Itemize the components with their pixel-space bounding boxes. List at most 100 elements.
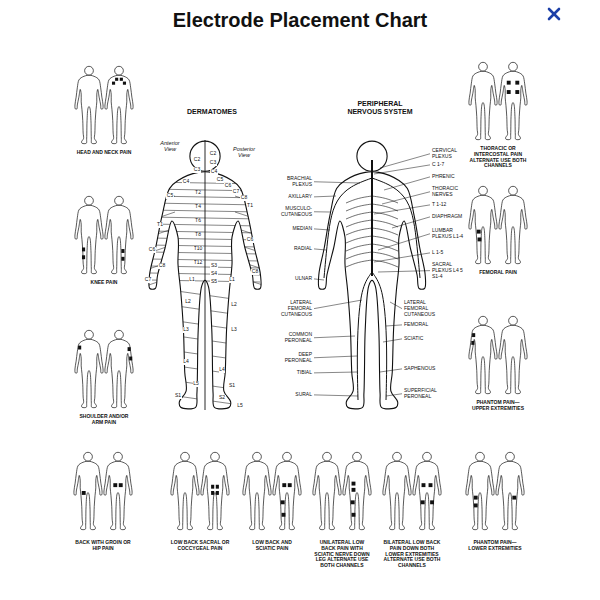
head-outline [476, 452, 485, 461]
nerve-label: PHRENIC [432, 174, 464, 180]
electrode-pad [474, 496, 478, 500]
nerve-line [346, 260, 372, 267]
placement-figure [469, 62, 527, 139]
body-outline [469, 195, 497, 264]
dermatome-label: T8 [195, 232, 202, 238]
body-outline [469, 71, 497, 140]
nerve-label: SACRAL PLEXUS L4 5 S1-4 [432, 262, 464, 279]
dermatome-label: L5 [193, 381, 200, 387]
electrode-pad [352, 513, 356, 517]
leader-line [374, 253, 430, 262]
electrode-pad [352, 488, 356, 492]
dermatome-label: S4 [210, 271, 217, 277]
nerve-label: AXILLARY [270, 194, 312, 200]
dermatome-label: C3 [209, 160, 216, 166]
nerve-line [372, 236, 398, 243]
placement-caption: PHANTOM PAIN— UPPER EXTREMITIES [471, 400, 525, 412]
nerve-label: SAPHENOUS [404, 366, 448, 372]
dermatome-label: L5 [237, 403, 244, 409]
body-outline [75, 205, 103, 274]
leader-line [378, 234, 430, 250]
leader-line [314, 336, 355, 338]
body-outline [105, 339, 133, 408]
electrode-pad [113, 483, 117, 487]
electrode-pad [515, 81, 519, 85]
body-outline [499, 325, 527, 394]
dermatome-label: T1 [247, 203, 254, 209]
nerve-label: BRACHIAL PLEXUS [270, 176, 312, 188]
dermatome-label: C6 [148, 247, 155, 253]
dermatome-label: C7 [232, 189, 239, 195]
leader-line [384, 177, 430, 190]
placement-caption: LOW BACK AND SCIATIC PAIN [244, 540, 300, 552]
nerve-label: COMMON PERONEAL [270, 332, 312, 344]
dermatome-label: S3 [210, 263, 217, 269]
nerve-label: L 1-5 [432, 250, 464, 256]
nerve-label: DEEP PERONEAL [270, 352, 312, 364]
placement-figure [243, 452, 301, 529]
placement-figure [75, 66, 133, 143]
band-line [140, 228, 175, 240]
nerve-line [346, 220, 372, 227]
body-outline [201, 461, 229, 530]
dermatome-label: T1 [157, 222, 164, 228]
electrode-pad [82, 255, 85, 259]
dermatome-label: L2 [231, 302, 238, 308]
nerve-line [357, 272, 372, 400]
nerve-label: RADIAL [270, 246, 312, 252]
placement-figure [74, 452, 132, 529]
leader-line [314, 249, 326, 250]
electrode-pad [474, 503, 478, 507]
nerve-label: LATERAL FEMORAL CUTANEOUS [404, 300, 448, 317]
body-outline [466, 461, 494, 530]
electrode-pad [78, 346, 81, 350]
band-line [140, 260, 175, 272]
electrode-pad [352, 482, 356, 486]
band-line [235, 276, 272, 288]
electrode-pad [351, 500, 355, 504]
electrode-pad [282, 513, 286, 517]
head-outline [323, 452, 332, 461]
body-outline [469, 325, 497, 394]
placement-caption: UNILATERAL LOW BACK PAIN WITH SCIATIC NE… [312, 540, 372, 569]
dermatome-label: T2 [195, 190, 202, 196]
leader-line [390, 302, 402, 309]
placement-figure [75, 196, 133, 273]
nerve-line [346, 204, 372, 211]
electrode-pad [507, 90, 511, 94]
leader-line [374, 165, 430, 174]
body-outline [383, 461, 411, 530]
electrode-pad [211, 491, 214, 495]
nerve-label: LUMBAR PLEXUS L1-4 [432, 228, 464, 240]
electrode-pad [422, 483, 426, 487]
nerve-line [346, 196, 372, 203]
head-outline [85, 196, 94, 205]
band-line [235, 244, 272, 256]
nerve-line [372, 272, 387, 400]
body-outline [413, 461, 441, 530]
head-outline [509, 62, 518, 71]
dermatome-label: T12 [193, 260, 203, 266]
dermatome-label: C5 [166, 193, 173, 199]
head-outline [506, 452, 515, 461]
nerve-line [372, 252, 398, 259]
dermatome-label: S1 [228, 383, 235, 389]
nerve-label: LATERAL FEMORAL CUTANEOUS [270, 300, 312, 317]
dermatome-label: C2 [193, 157, 200, 163]
electrode-pad [121, 249, 124, 253]
nerve-label: DIAPHRAGM [432, 214, 464, 220]
leader-line [386, 325, 402, 326]
nerve-label: TIBIAL [270, 370, 312, 376]
band-line [235, 196, 272, 208]
nerve-label: SURAL [270, 392, 312, 398]
dermatome-bands [140, 182, 272, 420]
nerve-label: THORACIC NERVES [432, 186, 464, 198]
leader-line [380, 369, 402, 372]
dermatome-label: T10 [193, 246, 203, 252]
placement-caption: FEMORAL PAIN [466, 270, 530, 276]
head-outline [423, 452, 432, 461]
body-outline [105, 75, 133, 144]
dermatome-label: L4 [183, 359, 190, 365]
leader-line [374, 205, 430, 214]
electrode-pad [429, 483, 433, 487]
